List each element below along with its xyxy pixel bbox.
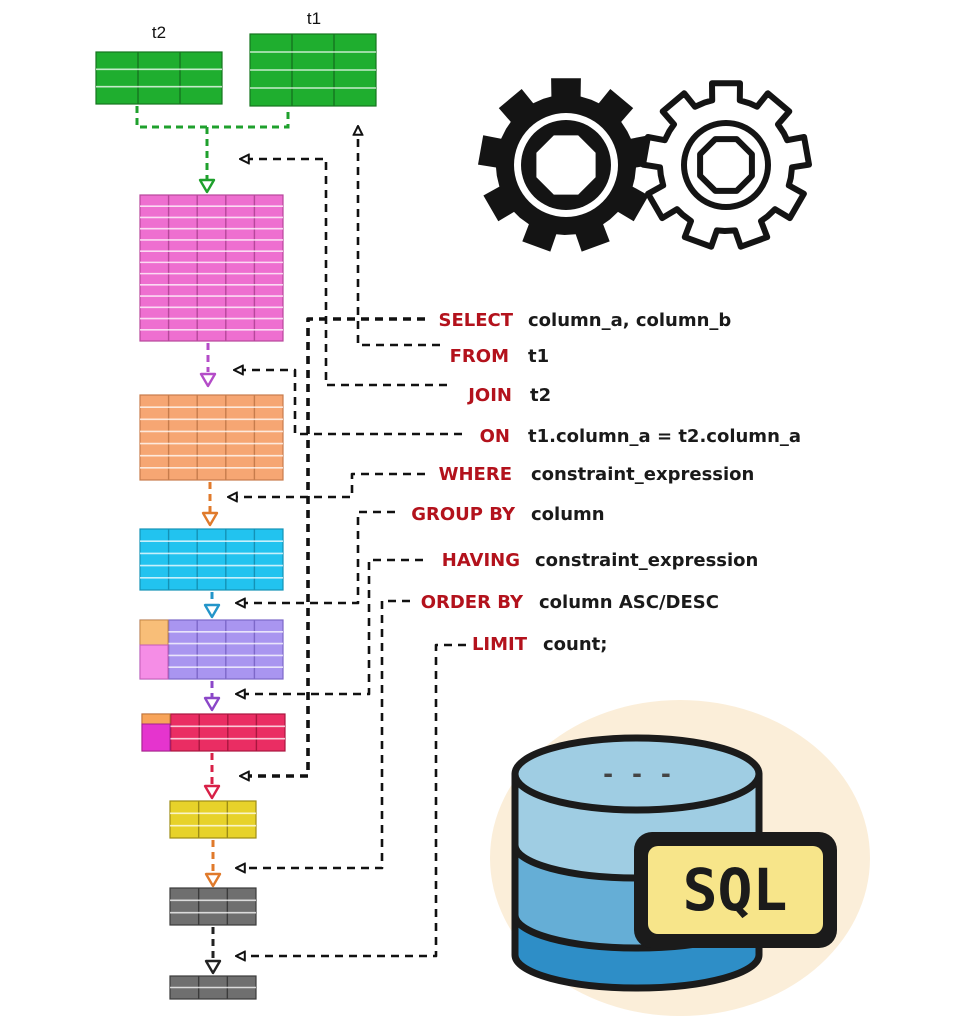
clause-keyword-having: HAVING: [442, 550, 520, 571]
connector-having: [236, 558, 423, 694]
connector-select: [240, 317, 425, 776]
connector-where: [228, 472, 425, 497]
clause-argument-select: column_a, column_b: [528, 310, 731, 331]
stage-table-order-by: [169, 800, 257, 839]
clause-argument-on: t1.column_a = t2.column_a: [528, 426, 801, 447]
stage-table-where: [139, 394, 284, 481]
t2-label: t2: [152, 23, 166, 42]
connector-limit: [236, 643, 466, 956]
clause-keyword-on: ON: [480, 426, 510, 447]
gear-icon: [478, 78, 654, 252]
clause-argument-from: t1: [528, 346, 549, 367]
sql-badge-text: SQL: [683, 856, 788, 924]
clause-keyword-order-by: ORDER BY: [421, 592, 524, 613]
connector-from: [358, 126, 440, 347]
connector-group-by: [236, 510, 395, 603]
stage-table-group-by: [139, 528, 284, 591]
clause-keyword-join: JOIN: [466, 385, 512, 406]
sql-database-icon: - - - SQL: [490, 700, 870, 1016]
flow-arrow-head-final: [204, 959, 222, 975]
clause-argument-group-by: column: [531, 504, 605, 525]
clause-argument-limit: count;: [543, 634, 607, 655]
t1-label: t1: [307, 9, 321, 28]
join-connector: [135, 106, 290, 129]
clause-argument-having: constraint_expression: [535, 550, 758, 571]
flow-arrow-head-join: [198, 178, 216, 194]
flow-arrow-head-select: [203, 696, 221, 712]
clause-connector-arrows: [228, 126, 466, 956]
connector-on: [234, 370, 462, 436]
clause-argument-join: t2: [530, 385, 551, 406]
flow-arrow-head-having: [203, 603, 221, 619]
clause-argument-order-by: column ASC/DESC: [539, 592, 719, 613]
clause-keyword-from: FROM: [450, 346, 509, 367]
connector-order-by: [236, 599, 410, 868]
clause-keyword-select: SELECT: [438, 310, 513, 331]
flow-arrow-head-limit: [204, 872, 222, 888]
database-dash: - - -: [601, 760, 673, 788]
gear-outline-icon: [640, 80, 812, 250]
source-table-t2: [95, 51, 223, 105]
stage-table-limit-2: [169, 975, 257, 1000]
stage-table-limit-1: [169, 887, 257, 926]
stage-table-select: [141, 713, 286, 752]
clause-argument-where: constraint_expression: [531, 464, 754, 485]
flow-arrow-head-order: [203, 784, 221, 800]
sql-query-text: SELECT column_a, column_b FROM t1 JOIN t…: [411, 310, 801, 655]
result-tables: [95, 33, 377, 1000]
stage-table-having: [139, 619, 284, 680]
clause-keyword-group-by: GROUP BY: [411, 504, 516, 525]
connector-join: [240, 159, 447, 387]
flow-arrow-head-where: [199, 372, 217, 388]
stage-table-joined: [139, 194, 284, 342]
source-table-t1: [249, 33, 377, 107]
execution-flow-arrows: [135, 106, 290, 975]
clause-keyword-limit: LIMIT: [472, 634, 528, 655]
clause-keyword-where: WHERE: [439, 464, 512, 485]
flow-arrow-head-group: [201, 511, 219, 527]
